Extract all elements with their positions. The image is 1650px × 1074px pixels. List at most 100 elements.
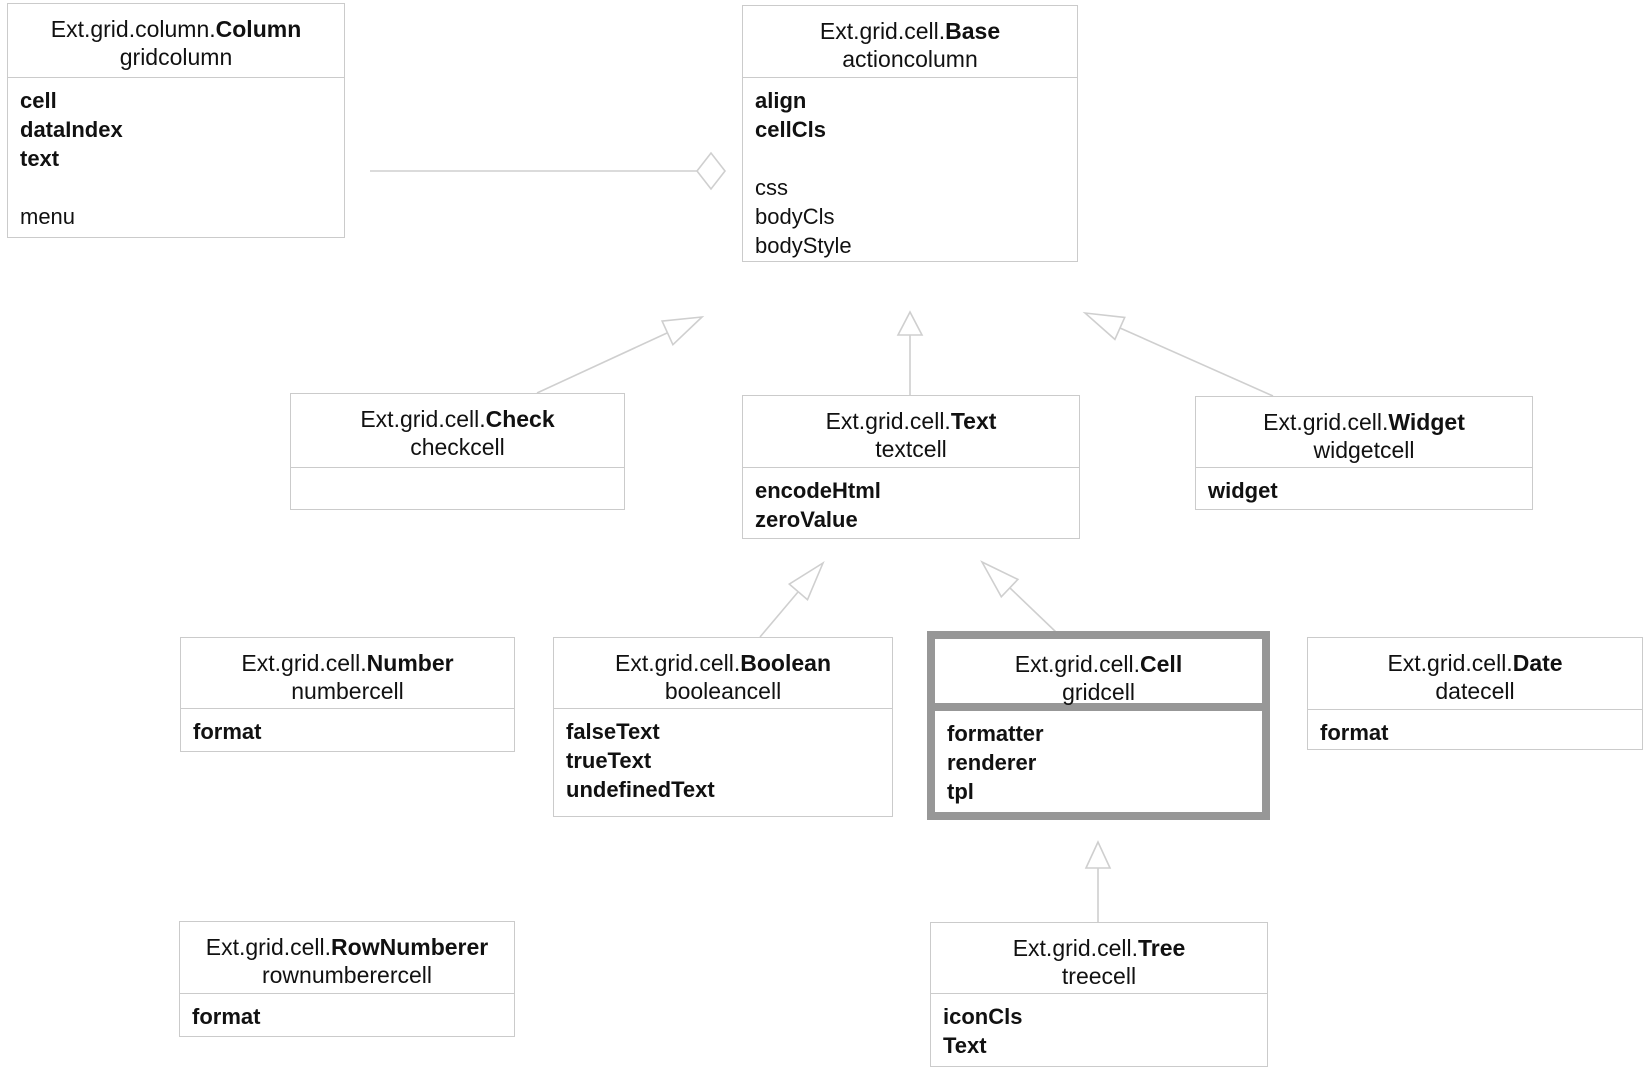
class-members: encodeHtml zeroValue	[743, 468, 1079, 534]
class-members: cell dataIndex text menu	[8, 78, 344, 231]
class-xtype: gridcell	[1062, 679, 1135, 705]
class-members: iconCls Text	[931, 994, 1267, 1060]
class-xtype: gridcolumn	[119, 44, 233, 70]
class-title: Ext.grid.cell.Boolean booleancell	[554, 638, 892, 709]
class-name: RowNumberer	[331, 934, 489, 960]
class-name-prefix: Ext.grid.cell.	[615, 650, 741, 676]
member-dataindex: dataIndex	[20, 117, 123, 142]
class-name-prefix: Ext.grid.cell.	[205, 934, 332, 960]
class-name-prefix: Ext.grid.cell.	[1014, 651, 1141, 677]
class-title: Ext.grid.cell.Base actioncolumn	[743, 6, 1077, 78]
class-name: Tree	[1137, 935, 1186, 961]
class-title: Ext.grid.cell.Check checkcell	[291, 394, 624, 468]
member-renderer: renderer	[947, 750, 1037, 775]
member-align: align	[755, 88, 807, 113]
member-falsetext: falseText	[566, 719, 660, 744]
member-formatter: formatter	[947, 721, 1044, 746]
member-cellcls: cellCls	[755, 117, 826, 142]
class-name-prefix: Ext.grid.cell.	[241, 650, 367, 676]
inheritance-triangle-icon	[1082, 311, 1126, 341]
class-box-check[interactable]: Ext.grid.cell.Check checkcell	[290, 393, 625, 510]
class-name: Cell	[1140, 651, 1183, 677]
class-name: Boolean	[740, 650, 831, 676]
class-box-text[interactable]: Ext.grid.cell.Text textcell encodeHtml z…	[742, 395, 1080, 539]
class-name-prefix: Ext.grid.cell.	[1387, 650, 1513, 676]
class-members: format	[181, 709, 514, 746]
member-css: css	[755, 175, 788, 200]
class-box-column[interactable]: Ext.grid.column.Column gridcolumn cell d…	[7, 3, 345, 238]
class-name: Widget	[1388, 409, 1465, 435]
member-tpl: tpl	[947, 779, 974, 804]
member-format: format	[1320, 720, 1389, 745]
class-name-prefix: Ext.grid.cell.	[360, 406, 486, 432]
member-menu: menu	[20, 204, 76, 229]
class-xtype: widgetcell	[1313, 437, 1415, 463]
class-title: Ext.grid.cell.Tree treecell	[931, 923, 1267, 994]
member-format: format	[192, 1004, 261, 1029]
class-name-prefix: Ext.grid.cell.	[1263, 409, 1389, 435]
class-xtype: numbercell	[291, 678, 404, 704]
member-zerovalue: zeroValue	[755, 507, 858, 532]
class-xtype: treecell	[1061, 963, 1137, 989]
member-widget: widget	[1208, 478, 1278, 503]
class-xtype: datecell	[1435, 678, 1515, 704]
class-members: format	[180, 994, 514, 1031]
inheritance-connector-cell-to-text	[980, 560, 1058, 634]
class-members: falseText trueText undefinedText	[554, 709, 892, 804]
member-truetext: trueText	[566, 748, 652, 773]
class-name: Column	[215, 16, 302, 42]
aggregation-connector-column-to-base	[370, 151, 727, 191]
class-members: formatter renderer tpl	[935, 711, 1262, 806]
class-xtype: booleancell	[664, 678, 782, 704]
class-xtype: textcell	[875, 436, 947, 462]
class-members: widget	[1196, 468, 1532, 505]
class-title: Ext.grid.cell.RowNumberer rownumberercel…	[180, 922, 514, 994]
class-box-date[interactable]: Ext.grid.cell.Date datecell format	[1307, 637, 1643, 750]
member-format: format	[193, 719, 262, 744]
class-name-prefix: Ext.grid.cell.	[825, 408, 951, 434]
member-text: text	[20, 146, 60, 171]
inheritance-triangle-icon	[1084, 840, 1112, 869]
class-name: Date	[1512, 650, 1563, 676]
class-box-boolean[interactable]: Ext.grid.cell.Boolean booleancell falseT…	[553, 637, 893, 817]
class-box-cell-highlighted[interactable]: Ext.grid.cell.Cell gridcell formatter re…	[927, 631, 1270, 820]
class-title: Ext.grid.cell.Number numbercell	[181, 638, 514, 709]
class-box-tree[interactable]: Ext.grid.cell.Tree treecell iconCls Text	[930, 922, 1268, 1067]
member-text: Text	[943, 1033, 987, 1058]
class-xtype: actioncolumn	[842, 46, 978, 72]
class-xtype: rownumberercell	[261, 962, 432, 988]
class-title: Ext.grid.cell.Text textcell	[743, 396, 1079, 468]
class-name-prefix: Ext.grid.column.	[50, 16, 216, 42]
class-box-base[interactable]: Ext.grid.cell.Base actioncolumn align ce…	[742, 5, 1078, 262]
inheritance-connector-widget-to-base	[1082, 311, 1274, 397]
class-name: Number	[366, 650, 454, 676]
class-name: Base	[945, 18, 1001, 44]
member-bodycls: bodyCls	[755, 204, 835, 229]
member-cell: cell	[20, 88, 57, 113]
class-members: format	[1308, 710, 1642, 747]
class-members	[291, 468, 624, 476]
inheritance-connector-boolean-to-text	[759, 560, 825, 638]
inheritance-triangle-icon	[660, 315, 705, 347]
inheritance-connector-text-to-base	[896, 310, 924, 395]
class-box-widget[interactable]: Ext.grid.cell.Widget widgetcell widget	[1195, 396, 1533, 510]
member-encodehtml: encodeHtml	[755, 478, 881, 503]
class-name: Text	[950, 408, 997, 434]
member-bodystyle: bodyStyle	[755, 233, 852, 258]
class-box-number[interactable]: Ext.grid.cell.Number numbercell format	[180, 637, 515, 752]
inheritance-triangle-icon	[787, 560, 825, 602]
class-title: Ext.grid.column.Column gridcolumn	[8, 4, 344, 78]
class-name: Check	[485, 406, 555, 432]
member-undefinedtext: undefinedText	[566, 777, 715, 802]
class-name-prefix: Ext.grid.cell.	[819, 18, 946, 44]
class-title: Ext.grid.cell.Date datecell	[1308, 638, 1642, 710]
inheritance-connector-check-to-base	[536, 315, 705, 394]
class-name-prefix: Ext.grid.cell.	[1012, 935, 1138, 961]
class-box-rownumberer[interactable]: Ext.grid.cell.RowNumberer rownumberercel…	[179, 921, 515, 1037]
member-iconcls: iconCls	[943, 1004, 1023, 1029]
class-members: align cellCls css bodyCls bodyStyle	[743, 78, 1077, 260]
inheritance-triangle-icon	[896, 310, 924, 336]
aggregation-diamond-icon	[695, 151, 727, 191]
class-xtype: checkcell	[410, 434, 505, 460]
